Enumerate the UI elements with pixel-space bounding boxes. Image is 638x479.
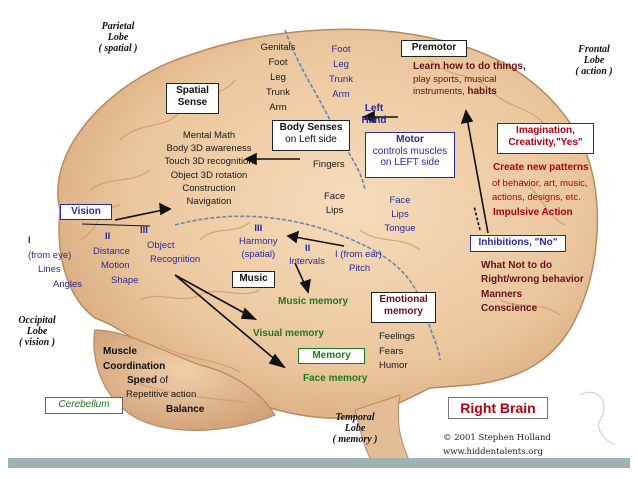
memory-box: Memory — [298, 348, 365, 364]
hearing-pitch: I (from ear)Pitch — [335, 249, 382, 274]
imagination-headline: Create new patterns — [493, 162, 589, 173]
vision-col3: III Object Recognition — [140, 225, 201, 265]
music-memory-label: Music memory — [278, 296, 349, 307]
imagination-text: of behavior, art, music,actions, designs… — [492, 178, 588, 203]
repetitive-action-label: Repetitive action — [126, 389, 197, 400]
vision-box: Vision — [60, 204, 112, 220]
body-senses-fingers: Fingers — [313, 159, 345, 170]
footer-bar — [8, 458, 630, 468]
page-title: Right Brain — [448, 397, 548, 419]
music-box: Music — [232, 271, 275, 288]
connection-arrows — [81, 109, 489, 369]
visual-memory-label: Visual memory — [253, 328, 324, 339]
balance-label: Balance — [166, 404, 205, 415]
inhibitions-box: Inhibitions, "No" — [470, 235, 566, 252]
imagination-box: Imagination,Creativity,"Yes" — [497, 123, 594, 154]
habits-label: habits — [467, 86, 497, 97]
cerebellum-shape — [93, 329, 276, 431]
premotor-box: Premotor — [401, 40, 467, 57]
face-memory-label: Face memory — [303, 373, 368, 384]
vision-col2: II Distance Motion Shape — [93, 231, 139, 286]
gyri-lines — [79, 59, 566, 403]
central-sulcus — [284, 29, 366, 191]
lateral-fissure — [174, 215, 441, 361]
cerebellum-functions: Muscle Coordination Speed of — [103, 346, 169, 386]
face-outline — [579, 392, 616, 446]
premotor-headline: Learn how to do things, — [413, 61, 526, 72]
cerebellum-box: Cerebellum — [45, 397, 123, 414]
vision-col1: I (from eye) Lines Angles — [28, 235, 83, 290]
premotor-text: play sports, musical instruments, habits — [413, 74, 497, 97]
impulsive-action: Impulsive Action — [493, 207, 573, 218]
